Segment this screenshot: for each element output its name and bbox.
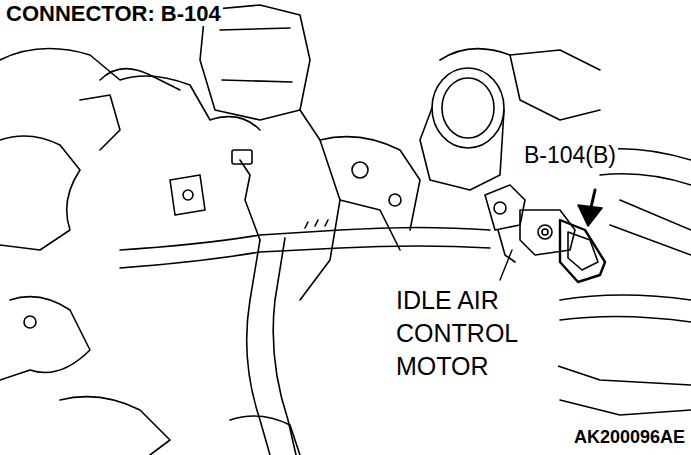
- part-name: IDLE AIR CONTROL MOTOR: [394, 284, 558, 383]
- figure-code: AK200096AE: [572, 428, 687, 448]
- connector-title: CONNECTOR: B-104: [4, 2, 223, 26]
- connector-label: B-104(B): [522, 143, 618, 168]
